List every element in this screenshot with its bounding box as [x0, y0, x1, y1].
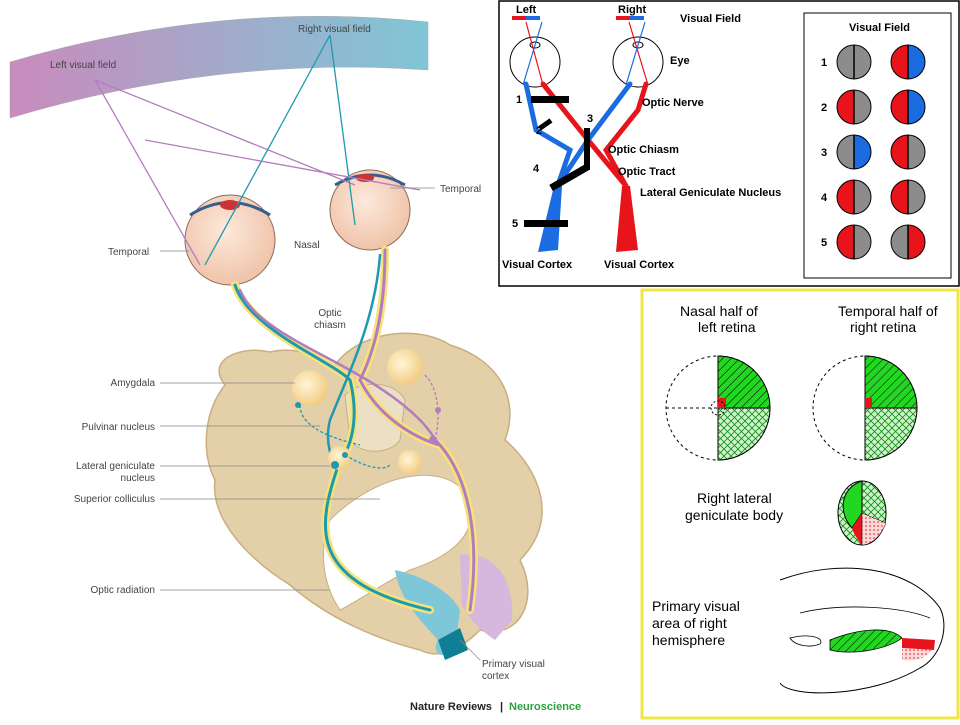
- right-eye-field-circle: [890, 224, 926, 260]
- schematic-visual-cortex-right-label: Visual Cortex: [604, 259, 675, 271]
- field-row-label: 1: [821, 57, 827, 69]
- right-visual-field-label: Right visual field: [298, 24, 371, 35]
- retina-mapping-panel: Nasal half of left retina Temporal half …: [640, 288, 960, 720]
- schematic-right-radiation: [616, 186, 638, 252]
- field-row-label: 2: [821, 102, 827, 114]
- svg-text:2: 2: [536, 125, 542, 137]
- schematic-left-label: Left: [516, 4, 537, 16]
- superior-colliculus-label: Superior colliculus: [74, 494, 155, 505]
- pvc-label-2: cortex: [482, 671, 509, 682]
- optic-chiasm-label-2: chiasm: [314, 320, 346, 331]
- anatomy-svg: Left visual field Right visual field Tem…: [9, 16, 581, 713]
- left-visual-field-label: Left visual field: [50, 60, 116, 71]
- right-eye: [329, 169, 411, 251]
- visual-field-arc: [9, 16, 429, 119]
- schematic-left-radiation: [538, 186, 562, 252]
- cortex-teal-dark: [438, 628, 468, 660]
- visual-rays: [94, 34, 421, 266]
- schematic-lgn-label: Lateral Geniculate Nucleus: [640, 187, 781, 199]
- nasal-label-2: left retina: [698, 319, 756, 335]
- left-eye-field-circle: [836, 89, 872, 125]
- pva-label-3: hemisphere: [652, 632, 725, 648]
- amygdala-label: Amygdala: [111, 378, 156, 389]
- left-eye: [184, 194, 276, 286]
- svg-text:1: 1: [516, 94, 522, 106]
- schematic-eye-label: Eye: [670, 55, 690, 67]
- field-defects-box: [803, 12, 952, 279]
- schematic-svg: Left Right Visual Field 1 2 3 4 5 Eye: [498, 0, 960, 287]
- schematic-left-eye: [509, 21, 561, 88]
- field-defect-rows: 1 2 3 4 5: [821, 44, 926, 260]
- dashed-projections: [299, 374, 439, 469]
- temporal-retina-diagram: [812, 355, 918, 461]
- retina-svg: Nasal half of left retina Temporal half …: [640, 288, 960, 720]
- lesion-schematic-panel: Left Right Visual Field 1 2 3 4 5 Eye: [498, 0, 960, 288]
- nasal-retina-diagram: [665, 355, 771, 461]
- svg-text:3: 3: [587, 113, 593, 125]
- lgb-label-1: Right lateral: [697, 490, 772, 506]
- temporal-label-2: right retina: [850, 319, 916, 335]
- lesion-numbers: 1 2 3 4 5: [512, 94, 593, 230]
- nasal-label: Nasal: [294, 240, 320, 251]
- optic-radiation-label: Optic radiation: [91, 585, 155, 596]
- schematic-right-eye: [612, 21, 664, 88]
- schematic-optic-chiasm-label: Optic Chiasm: [608, 144, 679, 156]
- colliculus-right: [398, 450, 422, 474]
- lesion-bars: [524, 96, 590, 227]
- credit-section: Neuroscience: [509, 701, 581, 713]
- schematic-visual-field-label: Visual Field: [680, 13, 741, 25]
- pvc-label-1: Primary visual: [482, 659, 545, 670]
- pulvinar-label: Pulvinar nucleus: [82, 422, 155, 433]
- right-eye-field-circle: [890, 134, 926, 170]
- right-eye-field-circle: [890, 89, 926, 125]
- leader-lines: [160, 187, 435, 591]
- temporal-left-label: Temporal: [108, 247, 149, 258]
- right-eye-field-circle: [890, 179, 926, 215]
- lgn-label-1: Lateral geniculate: [76, 461, 155, 472]
- nasal-label-1: Nasal half of: [680, 303, 758, 319]
- credit-separator: |: [500, 701, 503, 713]
- lgn-label-2: nucleus: [121, 473, 155, 484]
- field-box-title: Visual Field: [849, 22, 910, 34]
- visual-pathway-anatomy-figure: Left visual field Right visual field Tem…: [9, 16, 581, 713]
- field-row-label: 3: [821, 147, 827, 159]
- schematic-optic-tract-label: Optic Tract: [618, 166, 676, 178]
- schematic-right-label: Right: [618, 4, 646, 16]
- field-row-label: 5: [821, 237, 827, 249]
- credit-journal: Nature Reviews: [410, 701, 492, 713]
- pva-label-2: area of right: [652, 615, 727, 631]
- hemisphere-diagram: [779, 567, 945, 694]
- schematic-optic-nerve-label: Optic Nerve: [642, 97, 704, 109]
- left-eye-field-circle: [836, 44, 872, 80]
- left-eye-field-circle: [836, 179, 872, 215]
- schematic-visual-cortex-left-label: Visual Cortex: [502, 259, 573, 271]
- lgb-label-2: geniculate body: [685, 507, 783, 523]
- optic-pathways: [231, 246, 478, 614]
- left-eye-field-circle: [836, 224, 872, 260]
- pva-label-1: Primary visual: [652, 598, 740, 614]
- left-eye-field-circle: [836, 134, 872, 170]
- optic-chiasm-label-1: Optic: [318, 308, 341, 319]
- lgn-oval-diagram: [837, 480, 887, 546]
- svg-text:5: 5: [512, 218, 518, 230]
- amygdala-left: [292, 370, 328, 406]
- right-eye-field-circle: [890, 44, 926, 80]
- svg-text:4: 4: [533, 163, 540, 175]
- field-row-label: 4: [821, 192, 828, 204]
- amygdala-right: [387, 349, 423, 385]
- temporal-label-1: Temporal half of: [838, 303, 938, 319]
- ventricle: [322, 474, 473, 611]
- temporal-right-label: Temporal: [440, 184, 481, 195]
